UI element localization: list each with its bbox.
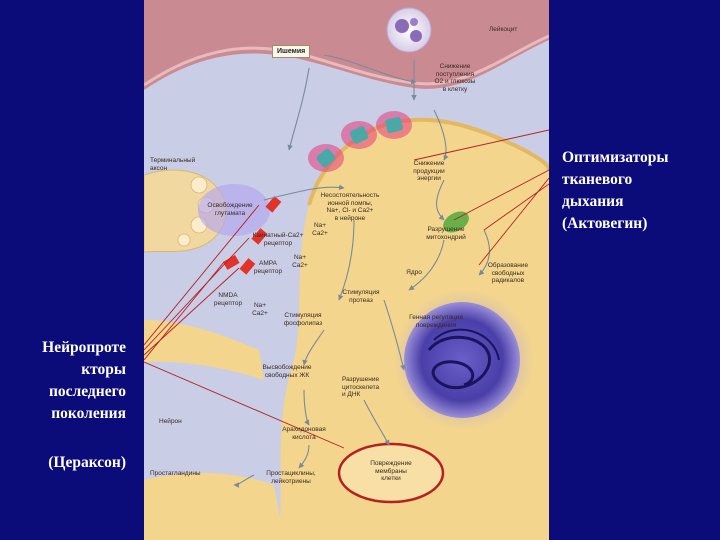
ampa-receptor-label: AMPA рецептор (253, 260, 283, 275)
terminal-axon-label: Терминальный аксон (150, 157, 196, 172)
ceraxon-caption: (Цераксон) (48, 454, 126, 471)
arachidonic-acid-label: Арахидоновая кислота (282, 426, 326, 441)
free-fatty-acids-label: Высвобождение свободных ЖК (262, 364, 312, 379)
receptor-2 (251, 228, 268, 245)
blood-vessel (144, 0, 549, 90)
na-ca-label-3: Na+ Ca2+ (252, 302, 268, 317)
ischemia-box: Ишемия (272, 45, 311, 58)
energy-reduction-label: Снижение продукции энергии (413, 160, 445, 182)
glutamate-glow (198, 184, 270, 236)
tissue-respiration-optimizers-caption: Оптимизаторы тканевого дыхания (Актовеги… (562, 149, 669, 232)
neuroprotectors-caption: Нейропроте кторы последнего поколения (42, 339, 126, 422)
cytoskeleton-dna-label: Разрушение цитоскелета и ДНК (342, 376, 380, 398)
neuron-label: Нейрон (159, 418, 182, 425)
nmda-receptor-label: NMDA рецептор (213, 292, 243, 307)
receptor-3 (239, 258, 256, 275)
ion-pumps (308, 111, 412, 172)
ionic-pump-failure-label: Несостоятельность ионной помпы, Na+, Cl-… (320, 192, 380, 222)
diagram-artwork (144, 0, 549, 540)
nucleus-label: Ядро (406, 269, 422, 276)
nucleus-shape (404, 302, 520, 418)
glutamate-release-label: Освобождение глутамата (207, 202, 253, 217)
protease-stimulation-label: Стимуляция протеаз (342, 289, 380, 304)
kainate-receptor-label: Каинатный-Cа2+ рецептор (252, 232, 304, 247)
receptor-4 (222, 255, 240, 270)
na-ca-label-1: Na+ Ca2+ (312, 222, 328, 237)
leukocyte-label: Лейкоцит (489, 26, 518, 33)
neuron-ischemia-diagram: Лейкоцит Ишемия Снижение поступления О2 … (144, 0, 549, 540)
membrane-damage-oval (337, 442, 445, 504)
mitochondria-damage-label: Разрушение митохондрий (426, 226, 466, 241)
receptor-1 (265, 196, 282, 213)
free-radicals-label: Образование свободных радикалов (487, 262, 529, 284)
na-ca-label-2: Na+ Ca2+ (292, 254, 308, 269)
gene-regulation-label: Генная регуляция повреждения (409, 314, 463, 329)
phospholipase-stimulation-label: Стимуляция фосфолипаз (283, 312, 323, 327)
membrane-damage-label: Повреждение мембраны клетки (370, 460, 412, 482)
prostaglandins-label: Простагландины (150, 470, 201, 477)
leukocyte-cell (386, 7, 432, 53)
reduced-supply-label: Снижение поступления О2 и глюкозы в клет… (434, 63, 476, 93)
prostacyclins-label: Простациклины, лейкотриены (266, 470, 316, 485)
mitochondria-shape (443, 211, 469, 233)
